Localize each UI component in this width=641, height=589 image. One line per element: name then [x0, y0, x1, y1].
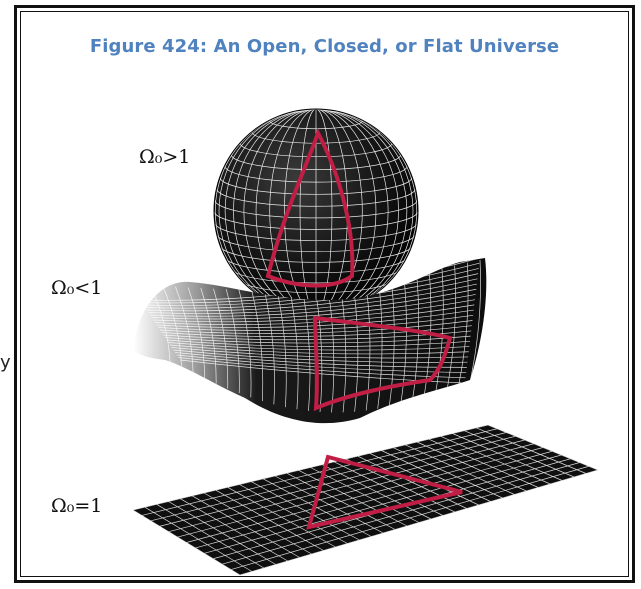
closed-sphere	[214, 109, 418, 313]
flat-plane	[133, 425, 598, 575]
label-omega-less-than-one: Ω₀<1	[51, 277, 102, 299]
label-omega-greater-than-one: Ω₀>1	[139, 146, 190, 168]
label-omega-equals-one: Ω₀=1	[51, 495, 102, 517]
